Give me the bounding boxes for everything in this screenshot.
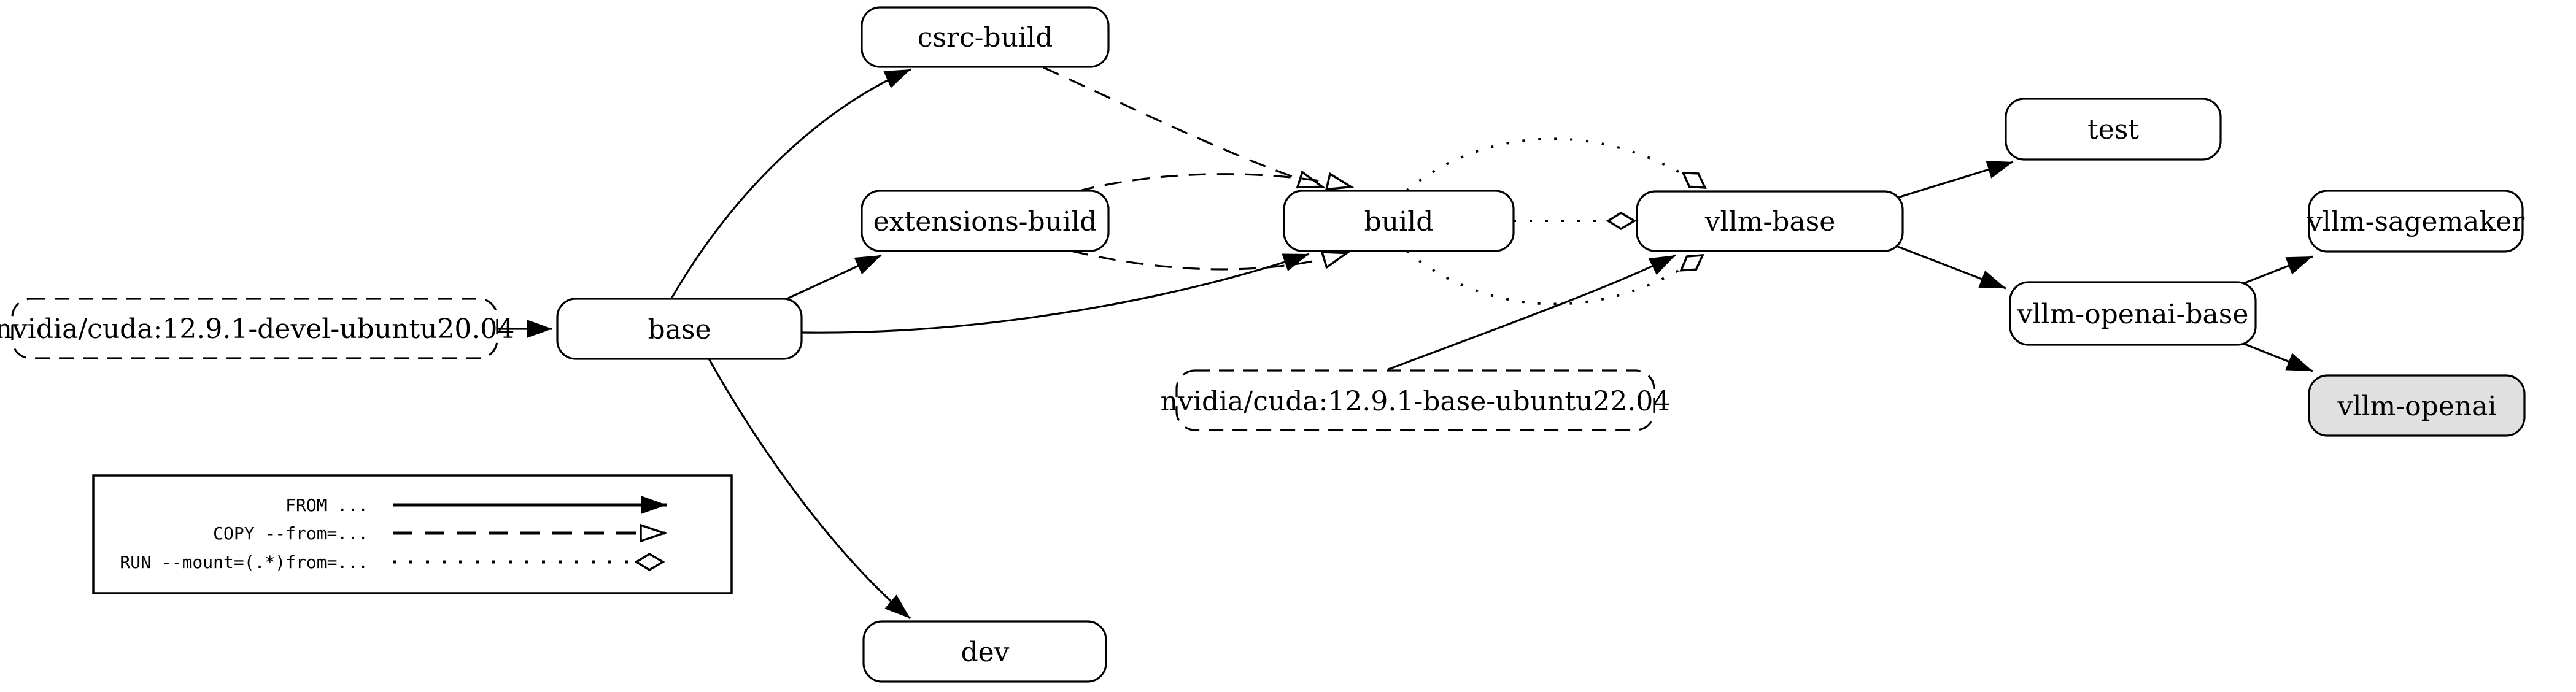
node-vllm-base: vllm-base xyxy=(1636,190,1904,252)
node-extensions-build: extensions-build xyxy=(861,190,1110,252)
edge-build-to-vllm-base-lower xyxy=(1406,250,1703,306)
node-vllm-openai-label: vllm-openai xyxy=(2337,391,2497,422)
node-dev-box xyxy=(862,620,1107,683)
edge-extensions-build-to-build-lower xyxy=(1070,250,1348,271)
node-vllm-openai: vllm-openai xyxy=(2308,374,2526,437)
node-vllm-sagemaker-label: vllm-sagemaker xyxy=(2307,206,2525,237)
node-layer: nvidia/cuda:12.9.1-devel-ubuntu20.04 bas… xyxy=(0,6,2526,683)
legend-row-copy-label: COPY --from=... xyxy=(213,523,368,544)
edge-cuda-base-to-vllm-base xyxy=(1388,254,1676,371)
edge-build-to-vllm-base-upper xyxy=(1406,137,1705,192)
node-test: test xyxy=(2005,98,2222,161)
node-base: base xyxy=(556,298,803,360)
edge-csrc-build-to-build xyxy=(1043,66,1323,187)
edge-layer xyxy=(498,66,2313,620)
node-test-box xyxy=(2005,98,2222,161)
edge-vllm-base-to-test xyxy=(1897,161,2014,199)
node-cuda-devel: nvidia/cuda:12.9.1-devel-ubuntu20.04 xyxy=(0,298,514,359)
edge-vllm-openai-base-to-vllm-sagemaker xyxy=(2243,255,2313,285)
node-vllm-openai-base: vllm-openai-base xyxy=(2009,281,2257,346)
node-cuda-devel-label: nvidia/cuda:12.9.1-devel-ubuntu20.04 xyxy=(0,313,514,345)
node-extensions-build-label: extensions-build xyxy=(873,206,1097,237)
node-cuda-base-label: nvidia/cuda:12.9.1-base-ubuntu22.04 xyxy=(1161,386,1671,417)
node-vllm-sagemaker: vllm-sagemaker xyxy=(2307,190,2525,253)
edge-extensions-build-to-build-upper xyxy=(1077,174,1352,193)
node-vllm-sagemaker-box xyxy=(2308,190,2524,253)
node-dev-label: dev xyxy=(961,637,1009,668)
node-vllm-base-box xyxy=(1636,190,1904,252)
node-vllm-base-label: vllm-base xyxy=(1704,206,1836,237)
node-cuda-base: nvidia/cuda:12.9.1-base-ubuntu22.04 xyxy=(1161,369,1671,431)
node-csrc-build: csrc-build xyxy=(861,6,1110,68)
node-test-label: test xyxy=(2087,114,2139,145)
node-build-box xyxy=(1283,190,1515,252)
node-base-box xyxy=(556,298,803,360)
node-csrc-build-label: csrc-build xyxy=(918,22,1053,53)
node-extensions-build-box xyxy=(861,190,1110,252)
legend-row-from-label: FROM ... xyxy=(285,495,368,515)
edge-base-to-dev xyxy=(708,358,911,620)
node-build-label: build xyxy=(1364,206,1434,237)
node-build: build xyxy=(1283,190,1515,252)
node-vllm-openai-base-box xyxy=(2009,281,2257,346)
node-dev: dev xyxy=(862,620,1107,683)
edge-base-to-build xyxy=(801,253,1310,334)
legend-row-run-label: RUN --mount=(.*)from=... xyxy=(120,552,368,572)
legend: FROM ... COPY --from=... RUN --mount=(.*… xyxy=(92,474,733,594)
node-csrc-build-box xyxy=(861,6,1110,68)
node-base-label: base xyxy=(648,314,711,345)
edge-vllm-base-to-vllm-openai-base xyxy=(1897,245,2006,290)
edge-vllm-openai-base-to-vllm-openai xyxy=(2243,342,2313,372)
node-vllm-openai-box xyxy=(2308,374,2526,437)
node-vllm-openai-base-label: vllm-openai-base xyxy=(2017,299,2249,330)
node-cuda-devel-box xyxy=(11,298,498,359)
node-cuda-base-box xyxy=(1175,369,1655,431)
edge-base-to-csrc-build xyxy=(670,68,911,300)
edge-base-to-extensions-build xyxy=(785,254,882,301)
legend-box xyxy=(92,474,733,594)
